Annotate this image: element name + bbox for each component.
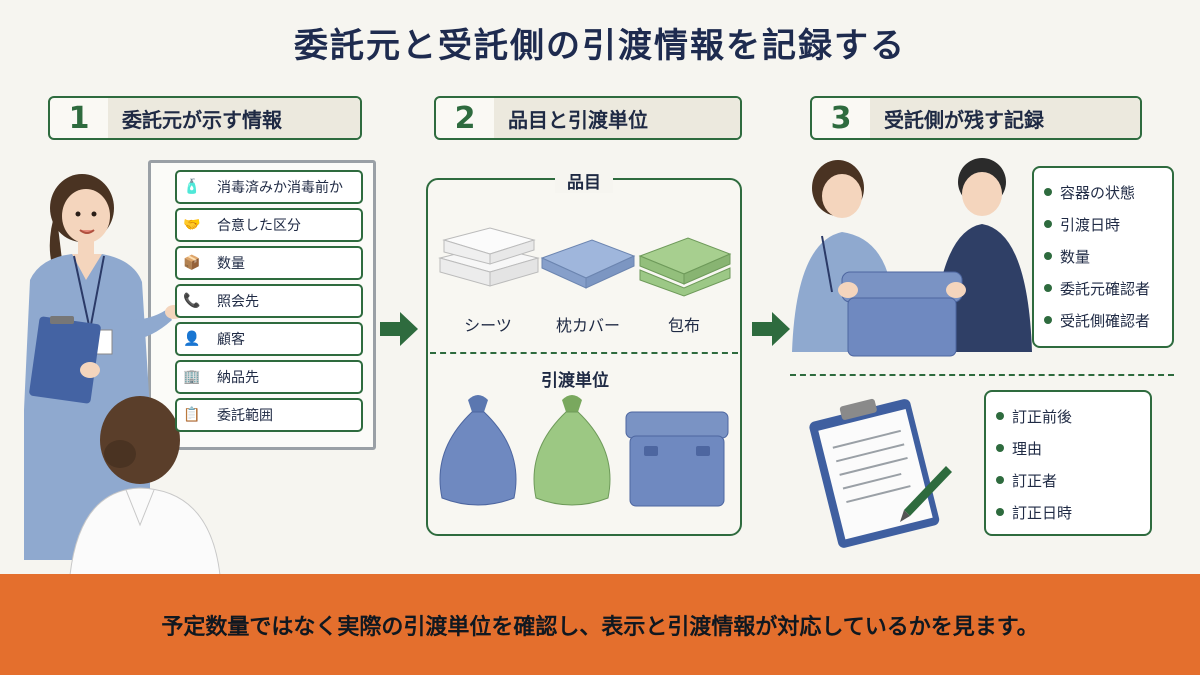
list-item: 訂正日時	[996, 496, 1140, 528]
item-label: 枕カバー	[555, 316, 620, 335]
building-icon: 🏢	[183, 369, 201, 385]
client-info-label: 数量	[217, 256, 245, 272]
list-item: 委託元確認者	[1044, 272, 1162, 304]
footer-banner: 予定数量ではなく実際の引渡単位を確認し、表示と引渡情報が対応しているかを見ます。	[0, 574, 1200, 675]
handshake-icon: 🤝	[183, 217, 201, 233]
client-info-item: 📋 委託範囲	[175, 398, 363, 432]
client-info-label: 照会先	[217, 294, 259, 310]
list-item: 数量	[1044, 240, 1162, 272]
list-item: 訂正前後	[996, 400, 1140, 432]
list-item-label: 受託側確認者	[1060, 311, 1151, 330]
listener-illustration	[69, 396, 221, 575]
bullet-icon	[1044, 316, 1052, 324]
bullet-icon	[996, 508, 1004, 516]
arrow-right-icon	[752, 312, 790, 346]
step-1-header: 1 委託元が示す情報	[48, 96, 362, 140]
step-2-header: 2 品目と引渡単位	[434, 96, 742, 140]
green-bag-icon	[533, 395, 611, 506]
step-number: 1	[68, 100, 90, 136]
handover-illustration	[792, 158, 1032, 357]
list-item-label: 数量	[1060, 247, 1091, 266]
step-number: 2	[454, 100, 476, 136]
client-info-item: 🧴 消毒済みか消毒前か	[175, 170, 363, 204]
list-item: 訂正者	[996, 464, 1140, 496]
client-info-label: 委託範囲	[217, 408, 273, 424]
list-item-label: 委託元確認者	[1060, 279, 1151, 298]
person-icon: 👤	[183, 331, 201, 347]
duvet-cover-icon	[638, 237, 732, 297]
sheets-icon	[438, 227, 540, 287]
bullet-icon	[1044, 188, 1052, 196]
bullet-icon	[996, 444, 1004, 452]
client-info-item: 👤 顧客	[175, 322, 363, 356]
container-icon	[625, 411, 729, 507]
client-info-item: 📞 照会先	[175, 284, 363, 318]
box-icon: 📦	[183, 255, 201, 271]
list-item-label: 理由	[1012, 439, 1043, 458]
item-label: シーツ	[464, 316, 512, 335]
arrow-right-icon	[380, 312, 418, 346]
list-item-label: 訂正者	[1012, 471, 1058, 490]
bullet-icon	[1044, 284, 1052, 292]
list-item-label: 容器の状態	[1060, 183, 1136, 202]
pillowcase-icon	[540, 239, 636, 289]
clipboard-pen-icon	[809, 398, 952, 548]
item-label: 包布	[667, 316, 700, 335]
list-item: 受託側確認者	[1044, 304, 1162, 336]
client-info-label: 顧客	[217, 332, 245, 348]
client-info-label: 納品先	[217, 370, 259, 386]
page-title: 委託元と受託側の引渡情報を記録する	[294, 26, 906, 66]
step-label: 品目と引渡単位	[494, 98, 740, 138]
clipboard-icon: 📋	[183, 407, 201, 423]
phone-icon: 📞	[183, 293, 201, 309]
items-section-title: 品目	[555, 168, 613, 193]
step-3-header: 3 受託側が残す記録	[810, 96, 1142, 140]
blue-bag-icon	[439, 395, 517, 506]
step-label: 委託元が示す情報	[108, 98, 360, 138]
step-label: 受託側が残す記録	[870, 98, 1140, 138]
bullet-icon	[996, 412, 1004, 420]
units-section-title: 引渡単位	[541, 371, 609, 391]
correction-record-list: 訂正前後理由訂正者訂正日時	[984, 390, 1152, 536]
bullet-icon	[1044, 252, 1052, 260]
client-info-label: 消毒済みか消毒前か	[217, 180, 343, 196]
bullet-icon	[996, 476, 1004, 484]
list-item-label: 訂正日時	[1012, 503, 1073, 522]
handover-record-list: 容器の状態引渡日時数量委託元確認者受託側確認者	[1032, 166, 1174, 348]
step-number: 3	[830, 100, 852, 136]
client-info-item: 🤝 合意した区分	[175, 208, 363, 242]
divider	[790, 374, 1174, 376]
list-item-label: 訂正前後	[1012, 407, 1073, 426]
divider	[430, 352, 738, 354]
spray-bottle-icon: 🧴	[183, 179, 201, 195]
list-item: 理由	[996, 432, 1140, 464]
bullet-icon	[1044, 220, 1052, 228]
client-info-item: 📦 数量	[175, 246, 363, 280]
client-info-label: 合意した区分	[217, 218, 301, 234]
client-info-item: 🏢 納品先	[175, 360, 363, 394]
list-item-label: 引渡日時	[1060, 215, 1121, 234]
list-item: 容器の状態	[1044, 176, 1162, 208]
list-item: 引渡日時	[1044, 208, 1162, 240]
